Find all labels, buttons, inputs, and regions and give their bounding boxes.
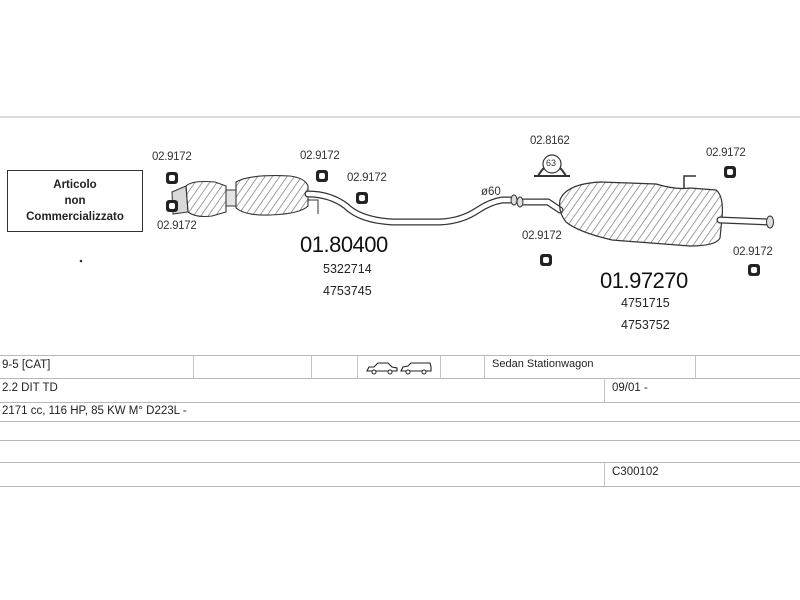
table-divider — [0, 486, 800, 487]
table-column-divider — [604, 378, 605, 402]
table-column-divider — [311, 355, 312, 378]
front-section-oem-ref-2: 4753745 — [323, 284, 372, 298]
notice-line-2: non — [64, 195, 86, 207]
front-section-part-number[interactable]: 01.80400 — [300, 232, 388, 257]
hanger-code-mid-top[interactable]: 02.9172 — [300, 150, 340, 162]
table-column-divider — [357, 355, 358, 378]
table-column-divider — [695, 355, 696, 378]
sedan-car-icon — [366, 362, 398, 375]
hanger-code-front-top[interactable]: 02.9172 — [152, 151, 192, 163]
table-column-divider — [440, 355, 441, 378]
rear-silencer-oem-ref-1: 4751715 — [621, 296, 670, 310]
table-column-divider — [484, 355, 485, 378]
notice-line-1: Articolo — [53, 179, 97, 191]
rubber-hanger-icon — [316, 170, 328, 182]
clamp-code[interactable]: 02.8162 — [530, 135, 570, 147]
engine-label: 2.2 DIT TD — [2, 382, 58, 394]
rear-silencer-part-number[interactable]: 01.97270 — [600, 268, 688, 293]
station-wagon-icon — [400, 362, 432, 375]
front-section-oem-ref-1: 5322714 — [323, 262, 372, 276]
table-divider — [0, 355, 800, 356]
table-divider — [0, 462, 800, 463]
engine-specs: 2171 cc, 116 HP, 85 KW M° D223L - — [2, 405, 187, 417]
rubber-hanger-icon — [356, 192, 368, 204]
pipe-diameter-label: ø60 — [481, 186, 501, 198]
rubber-hanger-icon — [540, 254, 552, 266]
catalog-code: C300102 — [612, 466, 659, 478]
rear-silencer-section — [516, 175, 774, 247]
rubber-hanger-icon — [166, 172, 178, 184]
production-date: 09/01 - — [612, 382, 648, 394]
hanger-code-front-bottom[interactable]: 02.9172 — [157, 220, 197, 232]
hanger-code-rear-left[interactable]: 02.9172 — [522, 230, 562, 242]
table-column-divider — [604, 462, 605, 486]
rear-silencer-oem-ref-2: 4753752 — [621, 318, 670, 332]
hanger-code-rear-top[interactable]: 02.9172 — [706, 147, 746, 159]
table-divider — [0, 378, 800, 379]
front-pipe-section — [171, 175, 518, 226]
body-types: Sedan Stationwagon — [492, 358, 594, 370]
rubber-hanger-icon — [166, 200, 178, 212]
clamp-icon — [534, 154, 570, 177]
vehicle-model: 9-5 [CAT] — [2, 359, 51, 371]
table-divider — [0, 440, 800, 441]
table-divider — [0, 421, 800, 422]
not-available-notice: Articolo non Commercializzato — [7, 170, 143, 232]
rubber-hanger-icon — [748, 264, 760, 276]
table-divider — [0, 402, 800, 403]
clamp-size-label: 63 — [546, 158, 557, 168]
notice-line-3: Commercializzato — [26, 211, 124, 223]
hanger-code-rear-right[interactable]: 02.9172 — [733, 246, 773, 258]
body-type-icons — [366, 362, 432, 375]
table-column-divider — [193, 355, 194, 378]
rubber-hanger-icon — [724, 166, 736, 178]
hanger-code-mid[interactable]: 02.9172 — [347, 172, 387, 184]
